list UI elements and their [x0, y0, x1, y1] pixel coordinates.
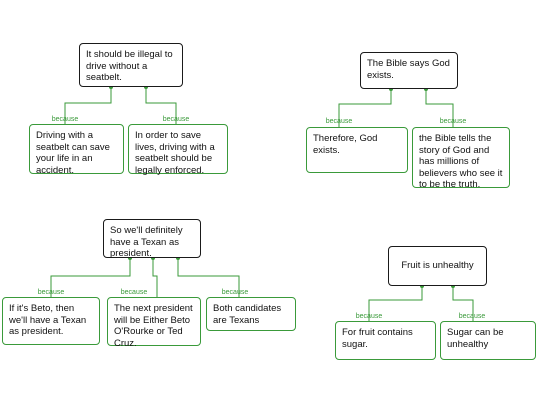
reason-box[interactable]: Driving with a seatbelt can save your li…	[29, 124, 124, 176]
connector-line	[64, 87, 112, 126]
claim-box[interactable]: The Bible says God exists.	[360, 52, 458, 89]
connector-line	[368, 286, 423, 322]
reason-box[interactable]: the Bible tells the story of God and has…	[412, 127, 510, 190]
claim-box[interactable]: So we'll definitely have a Texan as pres…	[103, 219, 201, 259]
reason-box[interactable]: Sugar can be unhealthy	[440, 321, 536, 360]
connector-line	[145, 87, 177, 126]
because-label: because	[439, 118, 467, 125]
reason-box[interactable]: The next president will be Either Beto O…	[107, 297, 201, 349]
reason-box[interactable]: For fruit contains sugar.	[335, 321, 436, 360]
because-label: because	[325, 118, 353, 125]
claim-box[interactable]: It should be illegal to drive without a …	[79, 43, 183, 87]
claim-box[interactable]: Fruit is unhealthy	[388, 246, 487, 286]
because-label: because	[120, 289, 148, 296]
reason-box[interactable]: In order to save lives, driving with a s…	[128, 124, 228, 176]
reason-box[interactable]: Both candidates are Texans	[206, 297, 296, 331]
connector-line	[338, 89, 392, 128]
because-label: because	[37, 289, 65, 296]
reason-box[interactable]: If it's Beto, then we'll have a Texan as…	[2, 297, 100, 345]
connector-line	[452, 286, 474, 322]
connector-line	[152, 258, 158, 298]
reason-box[interactable]: Therefore, God exists.	[306, 127, 408, 173]
because-label: because	[458, 313, 486, 320]
because-label: because	[51, 116, 79, 123]
connector-line	[425, 89, 454, 128]
because-label: because	[221, 289, 249, 296]
because-label: because	[355, 313, 383, 320]
connector-line	[50, 258, 131, 298]
because-label: because	[162, 116, 190, 123]
connector-line	[177, 258, 240, 298]
